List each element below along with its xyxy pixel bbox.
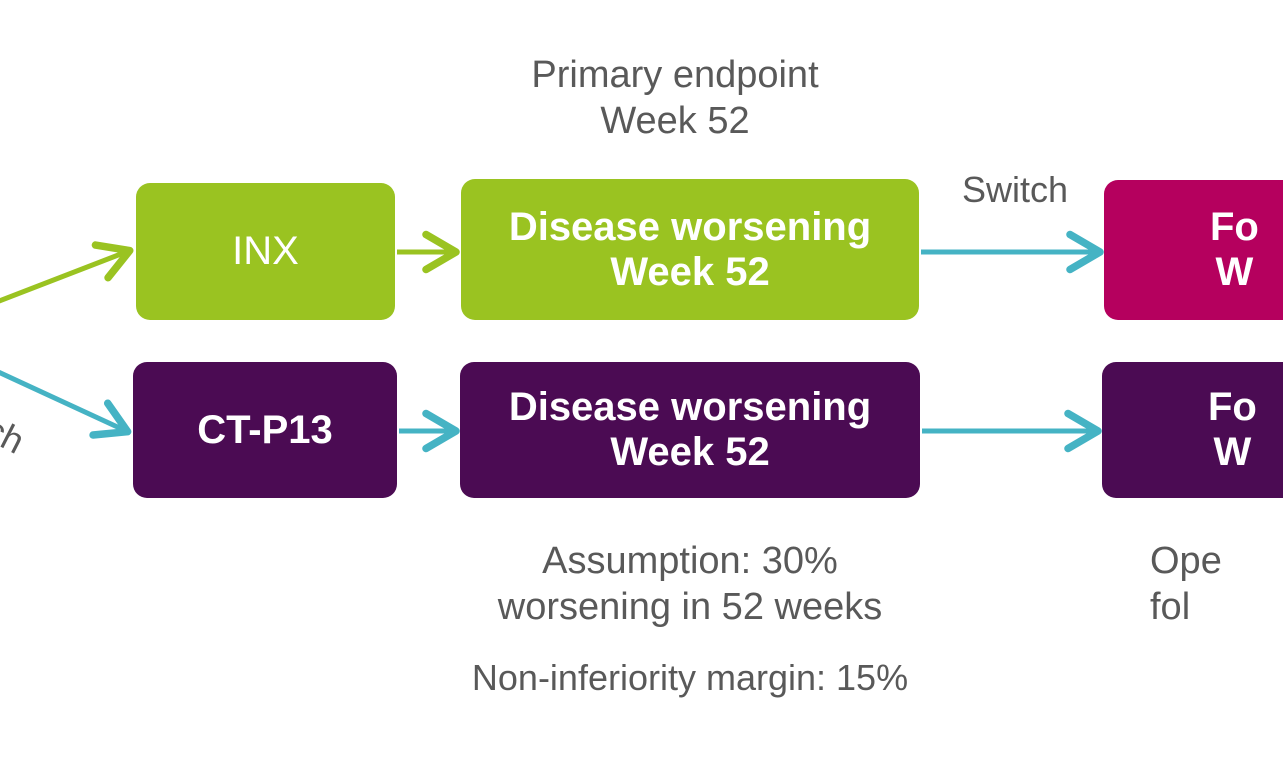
assumption-caption: Assumption: 30% worsening in 52 weeks	[497, 540, 883, 629]
node-disease-worsening-ctp13-label: Disease worsening Week 52	[508, 385, 872, 474]
node-followup-inx-label: Fo W	[1210, 205, 1259, 294]
node-inx[interactable]: INX	[136, 183, 395, 320]
node-ctp13[interactable]: CT-P13	[133, 362, 397, 498]
non-inferiority-caption: Non-inferiority margin: 15%	[471, 657, 909, 698]
node-disease-worsening-inx[interactable]: Disease worsening Week 52	[461, 179, 919, 320]
open-label-followup-caption: Ope fol	[1150, 540, 1222, 629]
node-inx-label: INX	[232, 229, 299, 274]
node-followup-ctp13[interactable]: Fo W	[1102, 362, 1283, 498]
node-ctp13-label: CT-P13	[197, 407, 333, 452]
switch-label-left: witch	[0, 388, 32, 462]
node-disease-worsening-ctp13[interactable]: Disease worsening Week 52	[460, 362, 920, 498]
node-followup-ctp13-label: Fo W	[1208, 385, 1257, 474]
switch-label-right: Switch	[961, 169, 1069, 210]
primary-endpoint-caption: Primary endpoint Week 52	[531, 54, 819, 143]
node-followup-inx[interactable]: Fo W	[1104, 180, 1283, 320]
node-disease-worsening-inx-label: Disease worsening Week 52	[508, 204, 872, 294]
